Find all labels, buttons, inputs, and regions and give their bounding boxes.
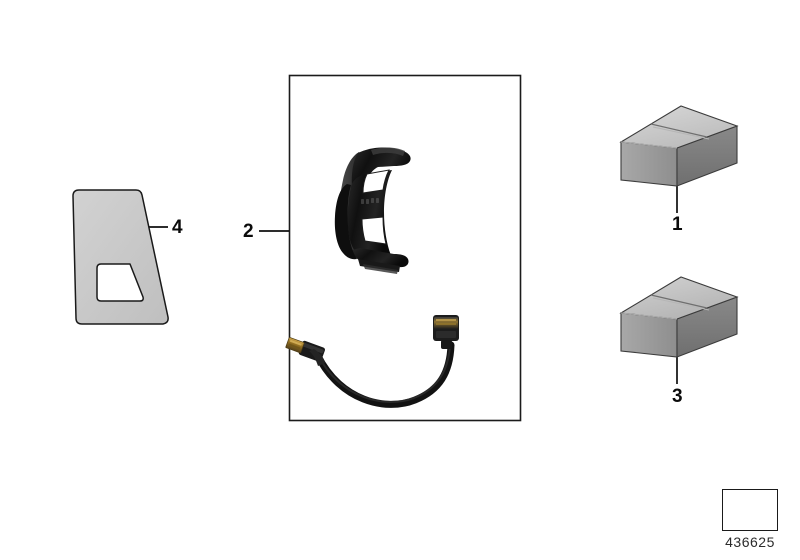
trim-cover-panel xyxy=(72,189,169,325)
usb-adapter-cable xyxy=(285,315,459,408)
part-number-label: 436625 xyxy=(725,534,775,550)
callout-4: 4 xyxy=(172,217,183,238)
packaging-box-upper xyxy=(619,105,739,187)
callout-2: 2 xyxy=(243,221,254,242)
cradle-embossed-marking xyxy=(361,198,379,204)
logo-frame xyxy=(722,489,778,531)
phone-cradle xyxy=(334,147,411,274)
callout-1: 1 xyxy=(672,214,683,235)
callout-3: 3 xyxy=(672,386,683,407)
dock-connector xyxy=(433,315,459,349)
packaging-box-lower xyxy=(619,276,739,358)
detail-panel-frame xyxy=(288,74,522,422)
